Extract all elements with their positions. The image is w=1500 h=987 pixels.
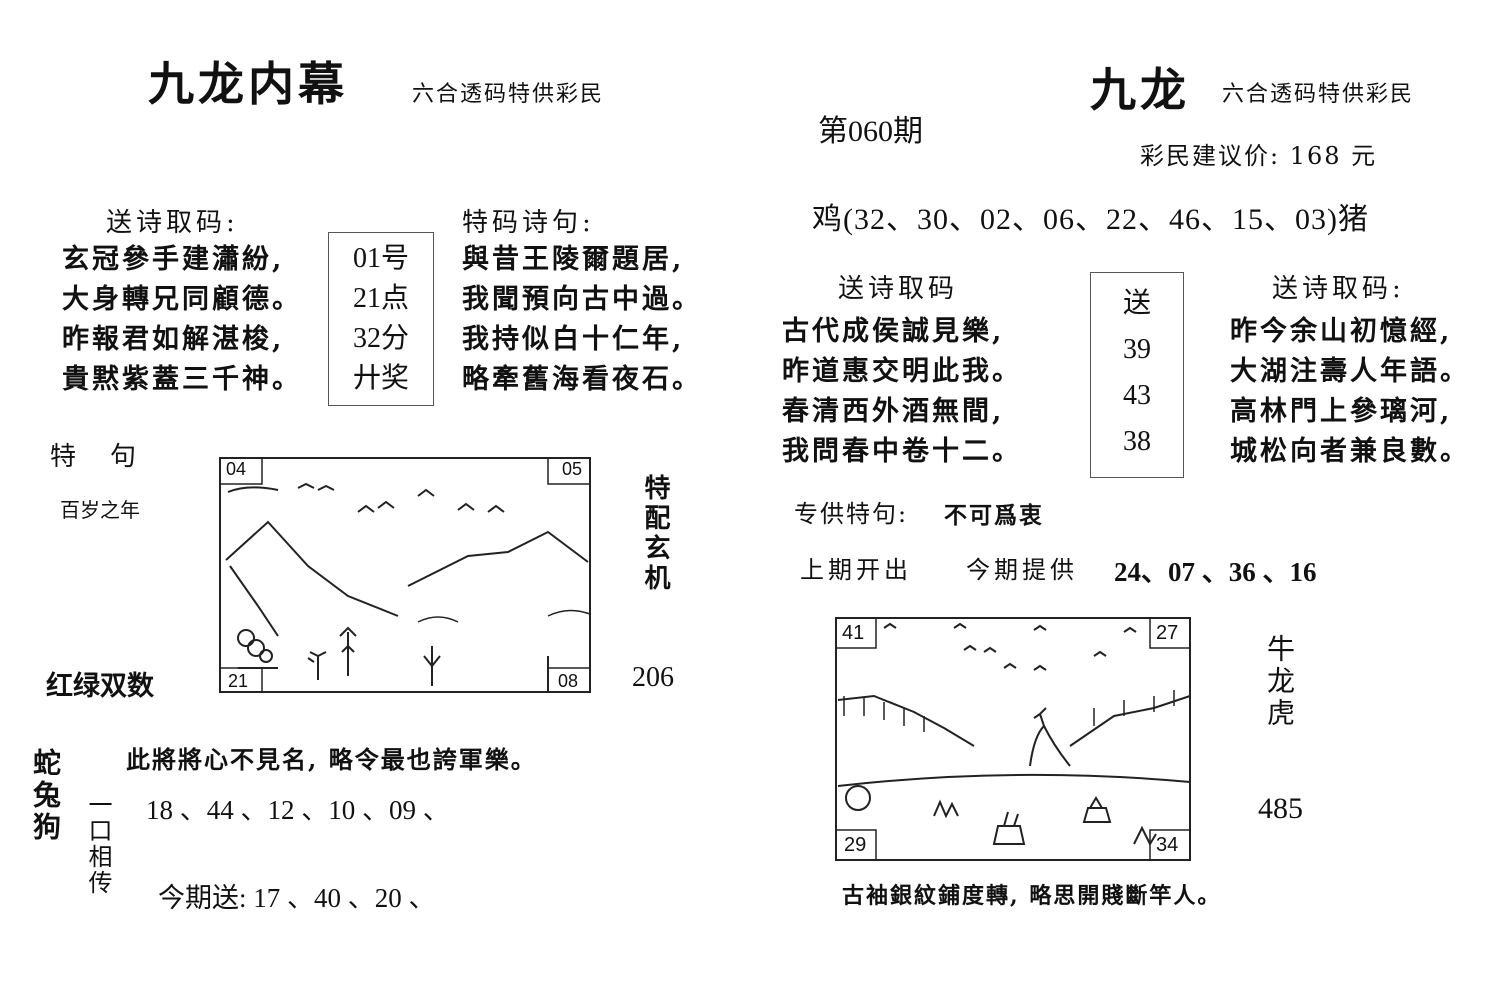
- left-landscape-drawing: [219, 457, 591, 693]
- right-this-issue-nums: 24、07 、36 、16: [1114, 557, 1317, 587]
- right-poem-left: 古代成侯誠見樂, 昨道惠交明此我。 春清西外酒無間, 我問春中卷十二。: [782, 312, 1022, 472]
- right-animals: 牛龙虎: [1263, 634, 1296, 730]
- pic-corner-tl: 41: [842, 622, 865, 644]
- right-price: 彩民建议价: 168 元: [1140, 142, 1378, 170]
- left-poem-label: 送诗取码:: [106, 208, 239, 238]
- mid-box-item: 32分: [352, 323, 409, 354]
- poem-line: 昨報君如解湛梭,: [62, 324, 285, 355]
- mid-box-item: 廾奖: [352, 363, 409, 394]
- right-num-485: 485: [1258, 792, 1303, 825]
- left-mid-box: 01号 21点 32分 廾奖: [328, 232, 434, 406]
- left-today-send: 今期送: 17 、40 、20 、: [158, 883, 436, 913]
- left-special-poem: 與昔王陵爾題居, 我聞預向古中過。 我持似白十仁年, 略牽舊海看夜石。: [462, 240, 702, 400]
- right-subtitle: 六合透码特供彩民: [1222, 82, 1415, 107]
- left-poem: 玄冠參手建瀟紛, 大身轉兄同顧德。 昨報君如解湛梭, 貴黙紫蓋三千神。: [62, 240, 302, 400]
- left-animals: 蛇兔狗: [29, 748, 62, 844]
- mid-box-item: 送: [1122, 288, 1151, 319]
- mid-box-item: 21点: [352, 283, 409, 314]
- right-sketch: 41 27 29 34: [834, 616, 1192, 864]
- right-landscape-drawing: [835, 617, 1191, 861]
- poem-line: 古代成侯誠見樂,: [782, 316, 1005, 347]
- right-mid-box: 送 39 43 38: [1090, 272, 1184, 478]
- left-numbers: 18 、44 、12 、10 、09 、: [146, 795, 450, 825]
- poem-line: 我聞預向古中過。: [462, 284, 702, 315]
- poem-line: 我持似白十仁年,: [462, 324, 685, 355]
- poem-line: 略牽舊海看夜石。: [462, 364, 702, 395]
- right-poem-right: 昨今余山初憶經, 大湖注壽人年語。 高林門上參璃河, 城松向者兼良數。: [1230, 312, 1470, 472]
- right-zhuan-text: 不可爲衷: [944, 502, 1044, 529]
- poem-line: 高林門上參璃河,: [1230, 396, 1453, 427]
- left-bottom-line: 此將將心不見名, 略令最也誇軍樂。: [126, 745, 537, 774]
- mid-box-item: 01号: [352, 243, 409, 274]
- pic-corner-br: 34: [1156, 834, 1179, 856]
- left-special-label: 特码诗句:: [462, 208, 595, 238]
- pic-corner-tr: 05: [562, 459, 583, 479]
- right-bottom-line: 古袖銀紋鋪度轉, 略思開賤斷竿人。: [842, 883, 1222, 909]
- right-poem-label-left: 送诗取码: [838, 274, 959, 304]
- pic-corner-bl: 29: [844, 834, 867, 856]
- poem-line: 春清西外酒無間,: [782, 396, 1005, 427]
- poem-line: 玄冠參手建瀟紛,: [62, 244, 285, 275]
- left-special-vertical: 特配玄机: [640, 474, 670, 594]
- right-last-issue: 上期开出: [800, 556, 912, 584]
- right-issue: 第060期: [818, 115, 923, 148]
- poem-line: 昨道惠交明此我。: [782, 356, 1022, 387]
- left-subtitle: 六合透码特供彩民: [412, 82, 605, 107]
- poem-line: 貴黙紫蓋三千神。: [62, 364, 302, 395]
- right-zhuan-label: 专供特句:: [794, 500, 909, 528]
- mid-box-item: 39: [1123, 334, 1151, 365]
- poem-line: 與昔王陵爾題居,: [462, 244, 685, 275]
- poem-line: 昨今余山初憶經,: [1230, 316, 1453, 347]
- left-num-206: 206: [632, 662, 674, 693]
- right-chicken-line: 鸡(32、30、02、06、22、46、15、03)猪: [812, 203, 1369, 236]
- right-poem-label-right: 送诗取码:: [1272, 274, 1405, 304]
- left-sketch: 04 05 21 08: [218, 456, 592, 696]
- left-yikou: 一口相传: [84, 792, 112, 896]
- left-te-ju: 特 句: [50, 442, 141, 472]
- left-bai-sui: 百岁之年: [60, 498, 140, 522]
- poem-line: 大身轉兄同顧德。: [62, 284, 302, 315]
- left-title: 九龙内幕: [148, 57, 348, 111]
- mid-box-item: 38: [1123, 426, 1151, 457]
- right-title: 九龙: [1090, 63, 1190, 117]
- right-this-issue-label: 今期提供: [966, 556, 1078, 584]
- pic-corner-bl: 21: [228, 671, 249, 691]
- left-red-green: 红绿双数: [46, 671, 154, 702]
- mid-box-item: 43: [1123, 380, 1151, 411]
- pic-corner-tl: 04: [226, 459, 247, 479]
- pic-corner-tr: 27: [1156, 622, 1179, 644]
- poem-line: 城松向者兼良數。: [1230, 436, 1470, 467]
- poem-line: 我問春中卷十二。: [782, 436, 1022, 467]
- poem-line: 大湖注壽人年語。: [1230, 356, 1470, 387]
- pic-corner-br: 08: [558, 671, 579, 691]
